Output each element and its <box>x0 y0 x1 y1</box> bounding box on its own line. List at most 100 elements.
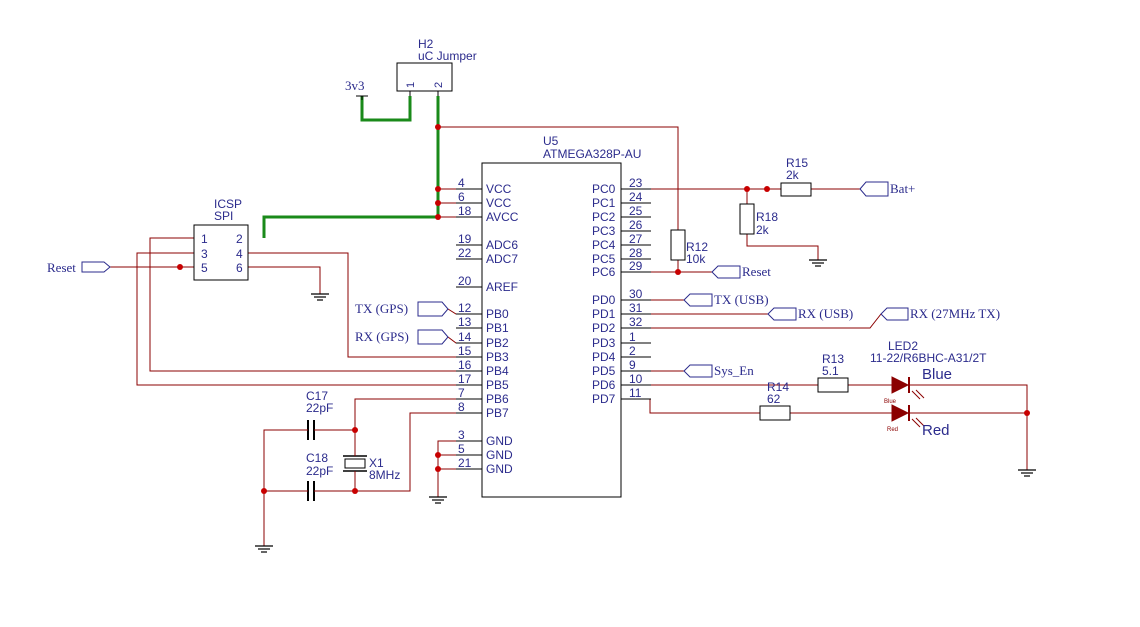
power-3v3-label: 3v3 <box>345 78 365 93</box>
u5-pin-number: 27 <box>629 232 643 246</box>
u5-pin-number: 15 <box>458 344 472 358</box>
r12-ref: R12 <box>686 240 708 254</box>
u5-pin-number: 24 <box>629 190 643 204</box>
u5-pin-number: 23 <box>629 176 643 190</box>
icsp-pin6: 6 <box>236 261 243 275</box>
u5-pin-number: 17 <box>458 372 472 386</box>
u5-pin-number: 30 <box>629 287 643 301</box>
u5-pin-number: 16 <box>458 358 472 372</box>
r13-resistor[interactable]: R13 5.1 <box>817 352 849 393</box>
u5-pin-number: 29 <box>629 259 643 273</box>
r12-value: 10k <box>686 252 706 266</box>
h2-jumper[interactable]: H2 uC Jumper 1 2 <box>396 37 477 96</box>
r15-resistor[interactable]: R15 2k <box>780 156 812 197</box>
net-rx-27: RX (27MHz TX) <box>910 306 1000 321</box>
r14-resistor[interactable]: R14 62 <box>759 380 791 421</box>
net-tx-usb: TX (USB) <box>714 292 769 307</box>
c18-capacitor[interactable]: C18 22pF <box>300 451 333 501</box>
x1-ref: X1 <box>369 456 384 470</box>
u5-pin-name: AVCC <box>486 210 519 224</box>
net-port-tx-usb[interactable]: TX (USB) <box>683 292 769 307</box>
r13-ref: R13 <box>822 352 844 366</box>
net-port-rx-usb[interactable]: RX (USB) <box>767 306 853 321</box>
net-port-reset-left[interactable]: Reset <box>47 260 111 275</box>
u5-pin-number: 6 <box>458 190 465 204</box>
led2-blue-label: Blue <box>922 366 952 383</box>
u5-pin-name: PD1 <box>592 307 616 321</box>
net-bat: Bat+ <box>890 181 915 196</box>
gnd-icon <box>429 496 447 504</box>
u5-pin-name: PC5 <box>592 252 616 266</box>
junctions <box>177 124 1030 494</box>
net-port-bat[interactable]: Bat+ <box>859 181 915 197</box>
u5-value: ATMEGA328P-AU <box>543 147 641 161</box>
net-port-tx-gps[interactable]: TX (GPS) <box>355 301 449 317</box>
c17-value: 22pF <box>306 401 333 415</box>
r13-value: 5.1 <box>822 364 839 378</box>
led2-dual-led[interactable]: LED2 11-22/R6BHC-A31/2T Blue Blue Red Re… <box>870 339 987 439</box>
icsp-pin2: 2 <box>236 232 243 246</box>
h2-pin2: 2 <box>433 82 445 88</box>
u5-pin-name: PC0 <box>592 182 616 196</box>
net-port-sys-en[interactable]: Sys_En <box>683 363 754 378</box>
x1-value: 8MHz <box>369 468 400 482</box>
gnd-icon <box>311 293 329 301</box>
gnd-icon <box>255 545 273 553</box>
u5-pin-number: 32 <box>629 315 643 329</box>
c17-capacitor[interactable]: C17 22pF <box>300 389 333 440</box>
r15-ref: R15 <box>786 156 808 170</box>
icsp-pin1: 1 <box>201 232 208 246</box>
r18-ref: R18 <box>756 210 778 224</box>
u5-pin-number: 8 <box>458 400 465 414</box>
r12-resistor[interactable]: R12 10k <box>670 229 708 266</box>
u5-pin-name: GND <box>486 462 513 476</box>
r15-value: 2k <box>786 168 800 182</box>
net-port-rx-27[interactable]: RX (27MHz TX) <box>880 306 1000 321</box>
u5-pin-name: PD3 <box>592 336 616 350</box>
icsp-pin4: 4 <box>236 247 243 261</box>
u5-pin-name: VCC <box>486 196 512 210</box>
u5-pin-name: PD0 <box>592 293 616 307</box>
h2-pin1: 1 <box>405 82 417 88</box>
x1-crystal[interactable]: X1 8MHz <box>343 452 400 482</box>
u5-pin-number: 7 <box>458 386 465 400</box>
gnd-icon <box>1018 469 1036 477</box>
u5-pin-number: 20 <box>458 274 472 288</box>
ground-symbols <box>255 259 1036 553</box>
u5-pin-name: PB5 <box>486 378 509 392</box>
u5-pin-number: 26 <box>629 218 643 232</box>
u5-pin-number: 19 <box>458 232 472 246</box>
u5-pin-name: GND <box>486 434 513 448</box>
led2-red-tiny: Red <box>887 427 898 433</box>
h2-ref: H2 <box>418 37 434 51</box>
u5-pin-name: PD4 <box>592 350 616 364</box>
u5-pin-number: 3 <box>458 428 465 442</box>
u5-pin-number: 10 <box>629 372 643 386</box>
icsp-ref: ICSP <box>214 197 242 211</box>
u5-pin-name: PC3 <box>592 224 616 238</box>
u5-pin-number: 9 <box>629 358 636 372</box>
icsp-value: SPI <box>214 209 233 223</box>
u5-pin-number: 2 <box>629 344 636 358</box>
net-reset-right: Reset <box>742 264 771 279</box>
u5-pin-name: PD7 <box>592 392 616 406</box>
u5-pin-name: PB2 <box>486 336 509 350</box>
u5-pin-name: PB7 <box>486 406 509 420</box>
r18-resistor[interactable]: R18 2k <box>739 203 778 237</box>
u5-pin-name: PD6 <box>592 378 616 392</box>
icsp-header[interactable]: ICSP SPI 1 2 3 4 5 6 <box>193 197 249 281</box>
u5-pin-name: PD2 <box>592 321 616 335</box>
u5-pin-name: PB4 <box>486 364 509 378</box>
net-port-rx-gps[interactable]: RX (GPS) <box>355 329 449 345</box>
net-sys-en: Sys_En <box>714 363 754 378</box>
u5-pin-number: 21 <box>458 456 472 470</box>
u5-pin-name: PB3 <box>486 350 509 364</box>
net-port-reset-right[interactable]: Reset <box>711 264 771 279</box>
c18-ref: C18 <box>306 451 328 465</box>
power-3v3: 3v3 <box>345 78 368 100</box>
u5-pin-name: PC2 <box>592 210 616 224</box>
